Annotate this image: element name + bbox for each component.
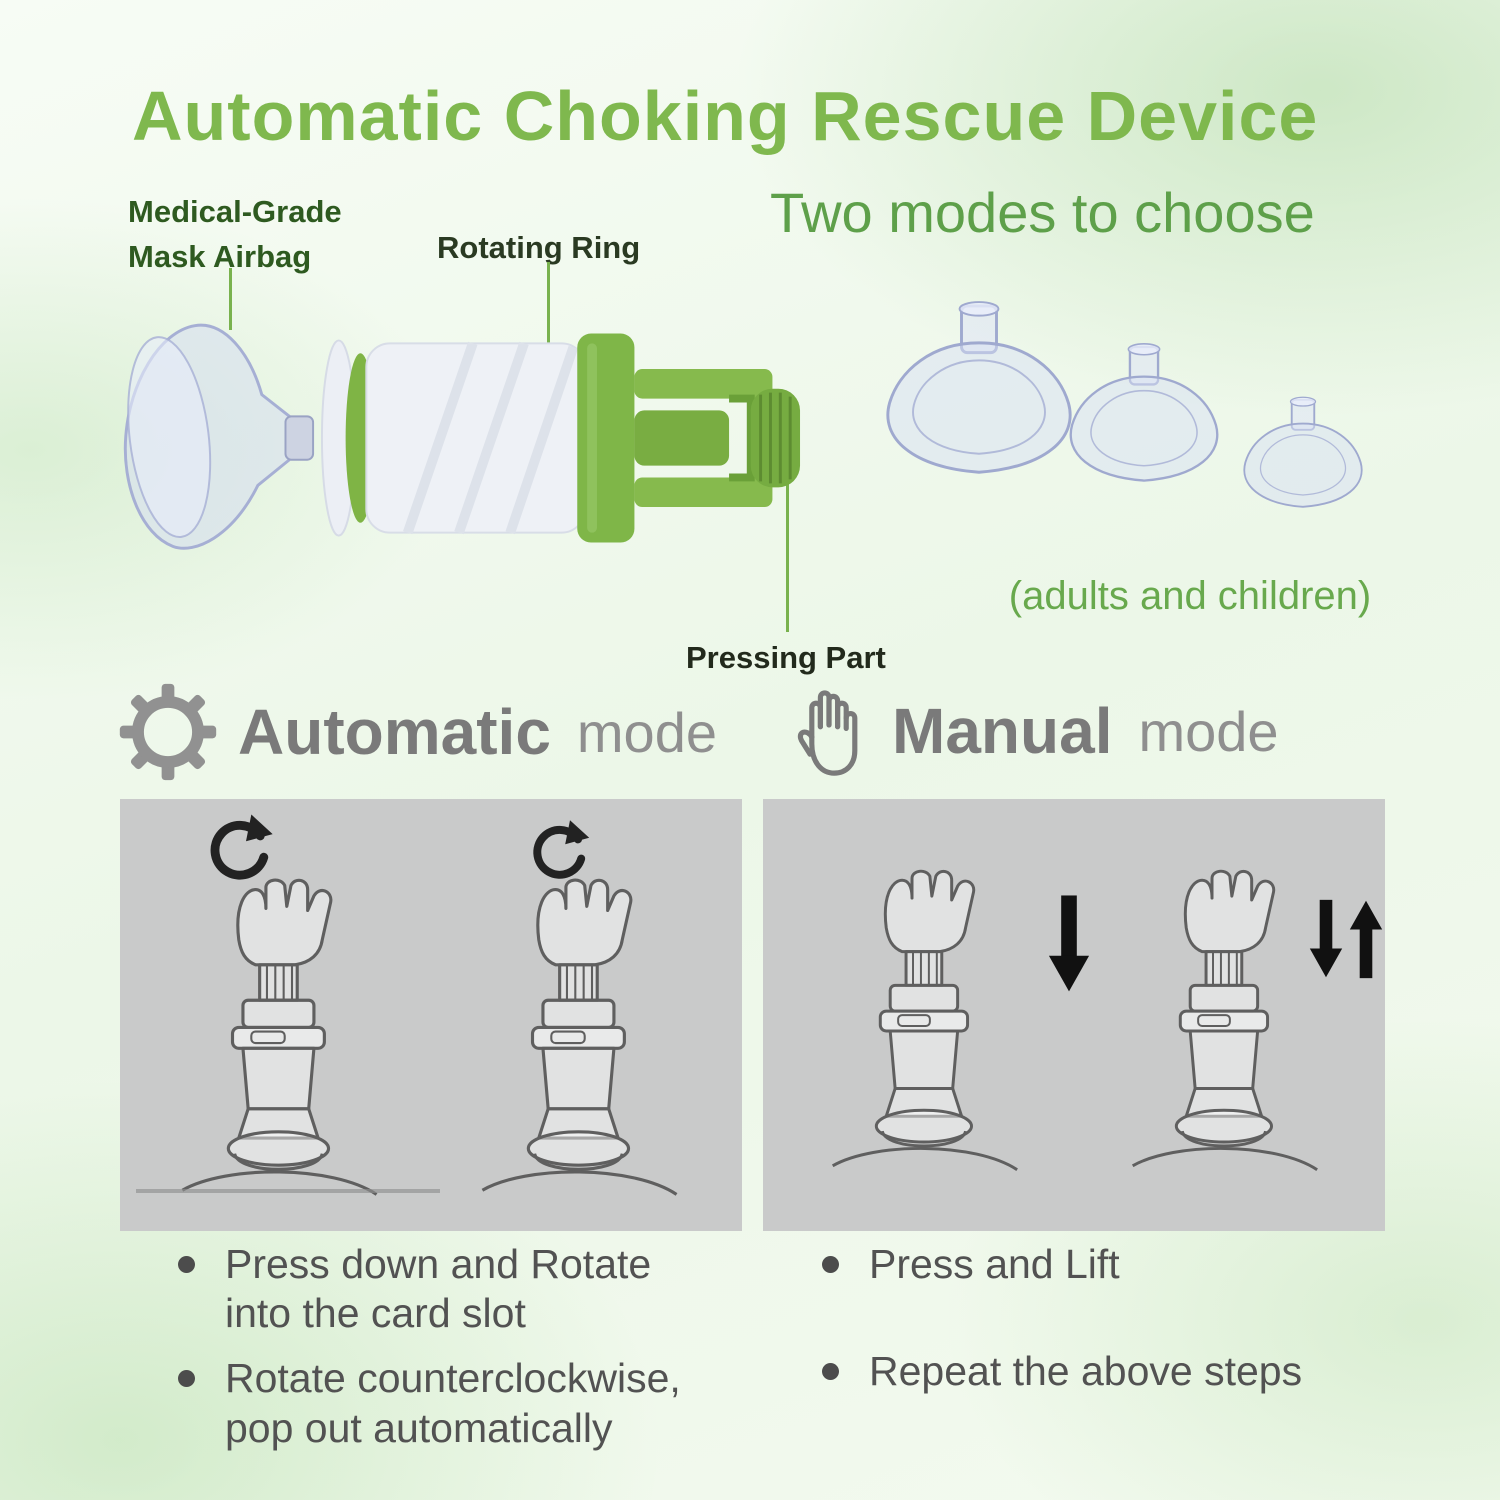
rescue-device-illustration [123,323,801,550]
press-lift-step-illustration [1095,857,1333,1193]
manual-instructions-list: Press and Lift Repeat the above steps [822,1240,1362,1454]
manual-mode-word: mode [1138,699,1279,763]
instruction-text: Repeat the above steps [869,1348,1303,1395]
label-mask-airbag-line2: Mask Airbag [128,238,312,274]
table-surface-line [136,1189,440,1193]
leader-line-mask-airbag [229,268,232,330]
instruction-bullet: Press down and Rotate into the card slot [178,1240,718,1338]
label-mask-airbag: Medical-Grade Mask Airbag [128,190,342,280]
hand-icon [786,682,872,780]
up-arrow-icon [1348,889,1384,989]
instruction-text: Press down and Rotate into the card slot [225,1241,652,1337]
subtitle-two-modes: Two modes to choose [770,181,1315,244]
instruction-bullet: Press and Lift [822,1240,1362,1289]
manual-mode-header: Manual mode [786,682,1279,780]
instruction-text: Rotate counterclockwise, pop out automat… [225,1355,681,1451]
bullet-dot [822,1363,839,1381]
leader-line-pressing-part [786,482,789,632]
bullet-dot [178,1370,195,1388]
face-mask-small [1234,396,1372,515]
leader-line-rotating-ring [547,262,550,354]
label-mask-airbag-line1: Medical-Grade [128,194,342,229]
gear-icon [118,682,218,782]
automatic-mode-name: Automatic [238,696,551,768]
manual-mode-name: Manual [892,695,1113,767]
instruction-bullet: Rotate counterclockwise, pop out automat… [178,1354,718,1452]
label-rotating-ring: Rotating Ring [437,230,641,265]
face-mask-medium [1058,342,1230,491]
automatic-mode-panel [120,799,742,1231]
automatic-mode-header: Automatic mode [118,682,717,782]
press-down-step-illustration [795,857,1033,1193]
instruction-text: Press and Lift [869,1241,1120,1287]
automatic-instructions-list: Press down and Rotate into the card slot… [178,1240,718,1469]
press-device-step-illustration [142,875,394,1209]
bullet-dot [822,1256,839,1273]
manual-mode-panel [763,799,1385,1231]
rotate-device-step-illustration [442,875,694,1209]
face-mask-large [872,300,1086,485]
page-title: Automatic Choking Rescue Device [132,77,1319,155]
automatic-mode-word: mode [576,700,717,764]
down-arrow-icon [1308,889,1344,989]
instruction-bullet: Repeat the above steps [822,1347,1362,1396]
masks-caption: (adults and children) [1008,574,1372,618]
label-pressing-part: Pressing Part [686,640,886,675]
down-arrow-icon [1045,891,1093,997]
bullet-dot [178,1256,195,1273]
